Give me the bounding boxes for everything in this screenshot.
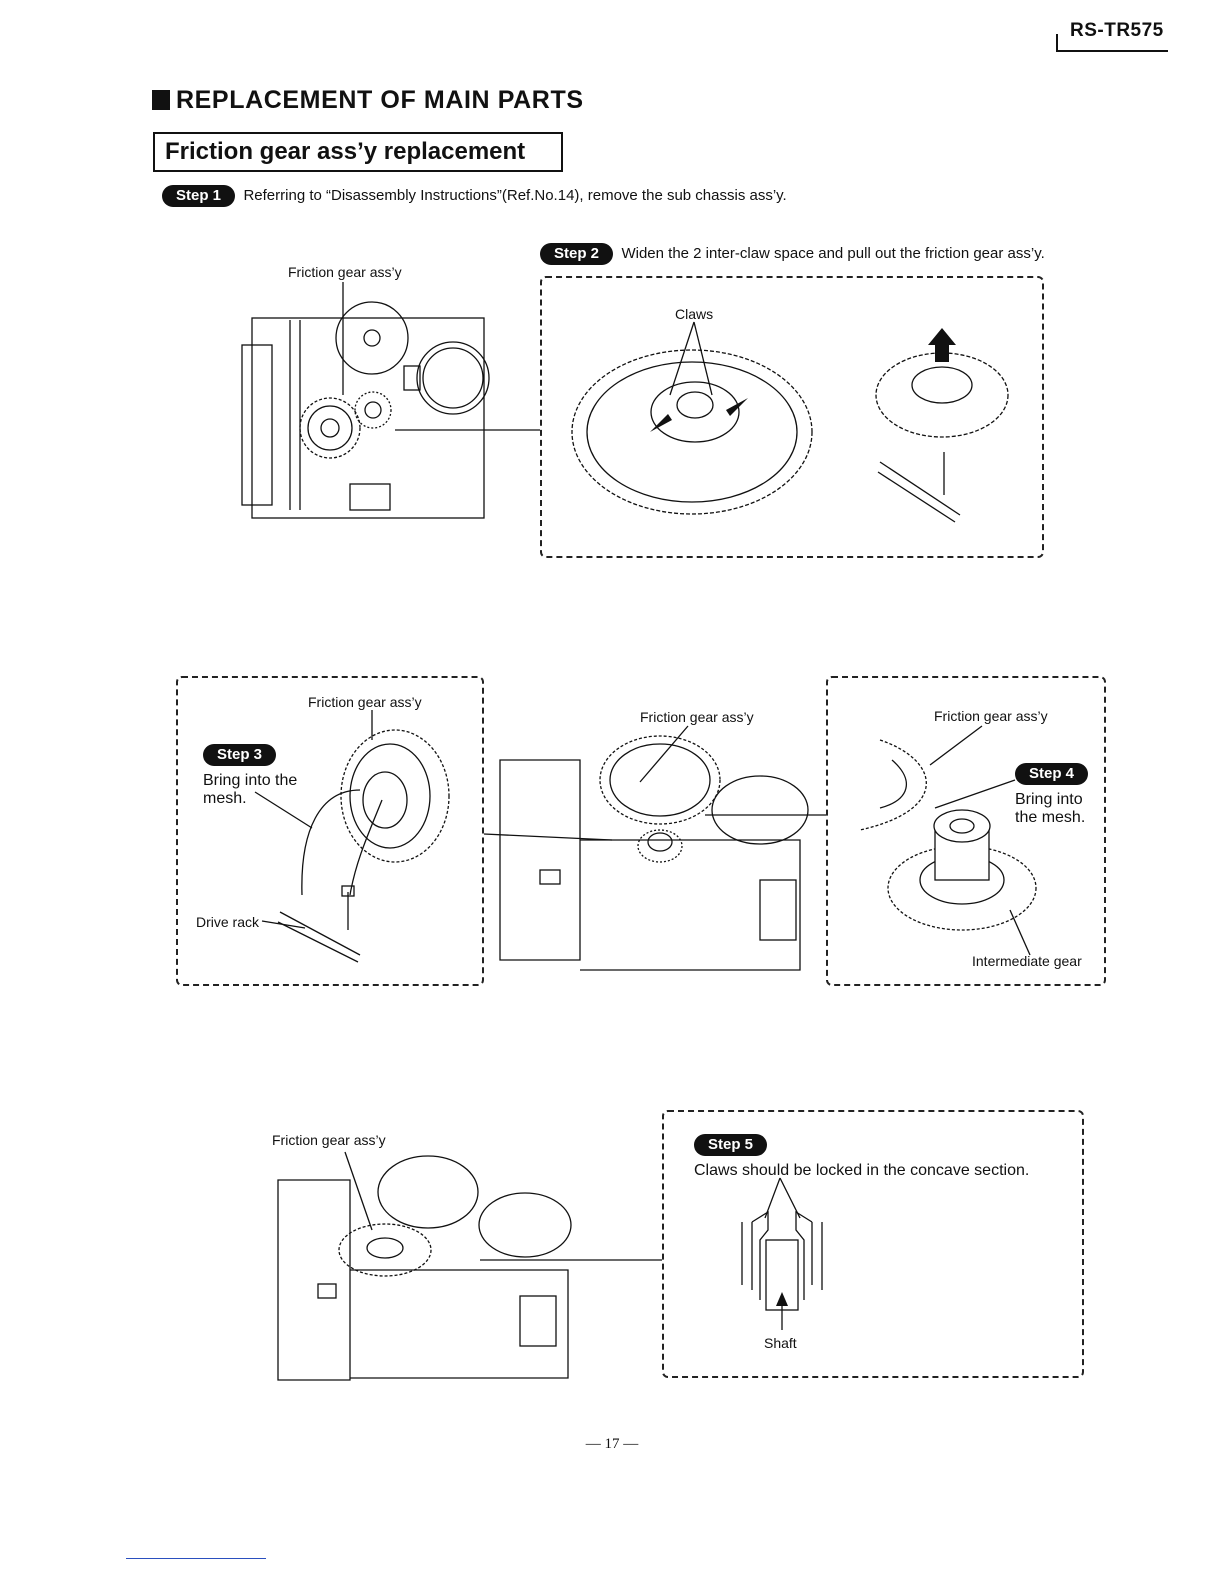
step2-row: Step 2 Widen the 2 inter-claw space and … [540,243,1045,265]
step5-detail-box [662,1110,1084,1378]
drive-rack-label: Drive rack [196,914,260,930]
subsection-title-box: Friction gear ass’y replacement [153,132,563,172]
step5-block: Step 5 Claws should be locked in the con… [694,1134,1029,1180]
page-number: — 17 — [585,1436,639,1452]
step3-line1: Bring into the [203,772,298,789]
fig5-friction-gear-label: Friction gear ass’y [934,708,1048,724]
step4-line2: the mesh. [1015,809,1086,826]
step1-badge: Step 1 [162,185,236,207]
step2-text: Widen the 2 inter-claw space and pull ou… [621,245,1045,262]
step2-badge: Step 2 [540,243,614,265]
step4-detail-box [826,676,1106,986]
claws-label: Claws [675,306,714,322]
fig6-friction-gear-label: Friction gear ass’y [272,1132,386,1148]
footer-line [126,1558,266,1559]
intermediate-gear-label: Intermediate gear [972,953,1082,969]
step3-detail-box [176,676,484,986]
step1-row: Step 1 Referring to “Disassembly Instruc… [162,185,787,207]
step1-text: Referring to “Disassembly Instructions”(… [243,187,787,204]
shaft-label: Shaft [764,1335,797,1351]
bullet-square-icon [152,90,170,110]
fig1-friction-gear-label: Friction gear ass’y [288,264,402,280]
step2-detail-box [540,276,1044,558]
model-number: RS-TR575 [1070,20,1164,41]
step3-line2: mesh. [203,790,247,807]
step4-line1: Bring into [1015,791,1083,808]
step4-badge: Step 4 [1015,763,1089,785]
step5-text: Claws should be locked in the concave se… [694,1162,1030,1179]
model-number-box: RS-TR575 [1056,20,1168,52]
step3-block: Step 3 Bring into the mesh. [203,744,297,808]
section-title-text: REPLACEMENT OF MAIN PARTS [176,86,584,114]
step3-badge: Step 3 [203,744,277,766]
section-title: REPLACEMENT OF MAIN PARTS [152,86,584,115]
fig4-friction-gear-label: Friction gear ass’y [640,709,754,725]
step5-badge: Step 5 [694,1134,768,1156]
step4-block: Step 4 Bring into the mesh. [1015,763,1089,827]
subsection-title: Friction gear ass’y replacement [165,138,526,165]
fig3-friction-gear-label: Friction gear ass’y [308,694,422,710]
